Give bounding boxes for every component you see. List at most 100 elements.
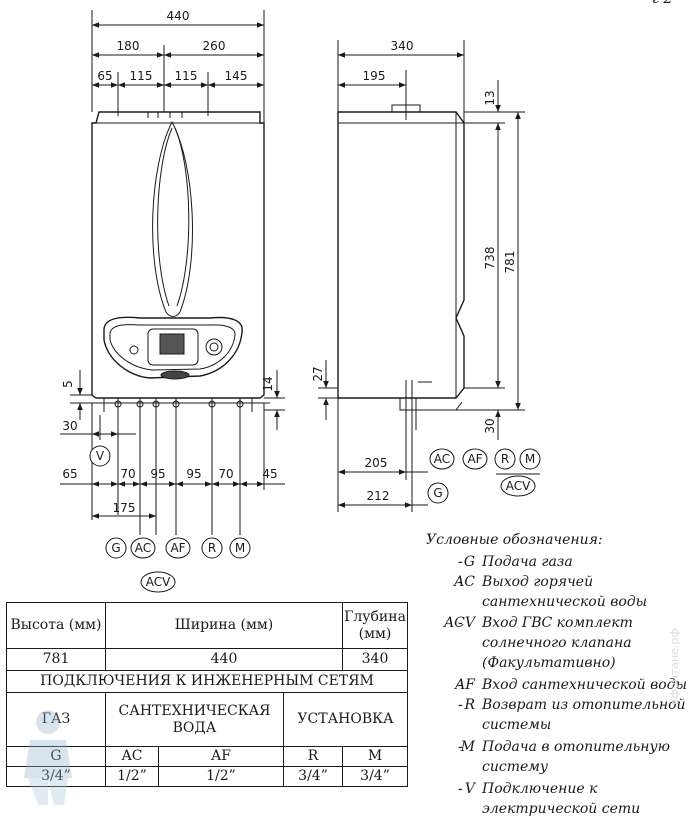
connection-label-v: V	[96, 449, 105, 463]
connection-label-g: G	[433, 486, 442, 500]
legend-item: AF - Вход сантехнической воды	[455, 677, 687, 693]
connection-label-m: M	[235, 541, 245, 555]
width-header: Ширина (мм)	[104, 602, 344, 649]
connection-label-af: AF	[467, 452, 482, 466]
connection-marker	[165, 537, 191, 559]
legend-item: M - Подача в отопительную систему	[418, 737, 693, 777]
connection-label-ac: AC	[135, 541, 151, 555]
legend-desc: Возврат из отопительной системы	[482, 697, 686, 733]
dimension-label: 65	[97, 69, 112, 83]
dimension-label: 175	[113, 501, 136, 515]
dimension-label: 13	[483, 90, 497, 105]
connection-marker	[140, 571, 176, 593]
legend-code: V	[464, 781, 475, 797]
connection-marker	[429, 448, 455, 470]
spec-table: Высота (мм) Ширина (мм) Глубина (мм) 781…	[6, 602, 408, 787]
dimension-label: 70	[218, 467, 233, 481]
connection-marker	[89, 445, 111, 467]
connection-marker	[519, 448, 541, 470]
connection-label-acv: ACV	[146, 575, 171, 589]
size-cell: 3/4”	[282, 766, 344, 787]
dimension-label: 145	[225, 69, 248, 83]
legend-item: ACV - Вход ГВС комплект солнечного клапа…	[418, 613, 693, 673]
dimension-label: 14	[261, 376, 275, 391]
dimension-label: 340	[391, 39, 414, 53]
dimension-label: 195	[363, 69, 386, 83]
legend-code: AF	[455, 677, 475, 693]
connection-marker	[494, 448, 516, 470]
side-view-boiler	[337, 104, 465, 430]
code-cell: R	[282, 746, 344, 767]
site-watermark: вфонтане.рф	[668, 628, 681, 705]
legend-item: AC - Выход горячей сантехнической воды	[418, 572, 693, 612]
connection-label-r: R	[208, 541, 216, 555]
side-view-top-dimension-labels: 340 195	[363, 39, 414, 83]
connection-label-m: M	[525, 452, 535, 466]
gas-header: ГАЗ	[6, 692, 106, 747]
legend-code: R	[464, 697, 475, 713]
side-view-left-dimension-labels: 27	[311, 366, 325, 381]
connection-marker	[201, 537, 223, 559]
legend-item: V - Подключение к электрической сети	[418, 779, 693, 819]
connections-title: ПОДКЛЮЧЕНИЯ К ИНЖЕНЕРНЫМ СЕТЯМ	[6, 670, 408, 693]
connection-marker	[427, 482, 449, 504]
dimension-label: 260	[203, 39, 226, 53]
dimension-label: 45	[262, 467, 277, 481]
dimension-label: 212	[367, 489, 390, 503]
legend-desc: Подача газа	[482, 554, 573, 570]
size-cell: 1/2”	[105, 766, 159, 787]
connection-marker	[500, 475, 536, 497]
legend-code: M	[460, 739, 475, 755]
connection-label-acv: ACV	[506, 479, 531, 493]
front-view-boiler	[86, 111, 270, 412]
dimension-label: 115	[130, 69, 153, 83]
connection-marker	[130, 537, 156, 559]
legend-desc: Подача в отопительную систему	[482, 739, 670, 775]
side-view-dimensions	[318, 40, 540, 512]
height-value: 781	[6, 648, 106, 671]
legend-desc: Вход ГВС комплект солнечного клапана (Фа…	[482, 615, 633, 671]
dimension-label: 781	[503, 251, 517, 274]
dimension-label: 205	[365, 456, 388, 470]
dimension-label: 95	[186, 467, 201, 481]
dimension-label: 738	[483, 247, 497, 270]
legend-code: ACV	[444, 615, 475, 631]
legend-desc: Выход горячей сантехнической воды	[482, 574, 648, 610]
water-header: САНТЕХНИЧЕСКАЯ ВОДА	[105, 692, 284, 747]
connection-marker	[462, 448, 488, 470]
page-number: г 2	[652, 0, 672, 7]
connection-label-g: G	[111, 541, 120, 555]
front-view-top-dimension-labels: 440 180 260 65 115 115 145	[97, 9, 247, 83]
legend-desc: Вход сантехнической воды	[482, 677, 687, 693]
legend-item: G - Подача газа	[418, 552, 693, 572]
dimension-label: 440	[167, 9, 190, 23]
dimension-label: 70	[120, 467, 135, 481]
dimension-label: 65	[62, 467, 77, 481]
dimension-label: 115	[175, 69, 198, 83]
dimension-label: 27	[311, 366, 325, 381]
width-value: 440	[104, 648, 344, 671]
dimension-label: 5	[61, 380, 75, 388]
size-cell: 3/4”	[342, 766, 408, 787]
depth-header: Глубина (мм)	[342, 602, 408, 649]
size-cell: 3/4”	[6, 766, 106, 787]
legend-code: AC	[454, 574, 475, 590]
legend-item: R - Возврат из отопительной системы	[458, 697, 686, 733]
height-header: Высота (мм)	[6, 602, 106, 649]
front-view-dimensions	[60, 10, 285, 535]
code-cell: AF	[158, 746, 284, 767]
code-cell: AC	[105, 746, 159, 767]
install-header: УСТАНОВКА	[283, 692, 408, 747]
legend-code: G	[463, 554, 475, 570]
legend-desc: Подключение к электрической сети	[482, 781, 641, 817]
dimension-label: 180	[117, 39, 140, 53]
legend-title: Условные обозначения:	[426, 532, 603, 548]
connection-label-ac: AC	[434, 452, 450, 466]
connection-marker	[229, 537, 251, 559]
